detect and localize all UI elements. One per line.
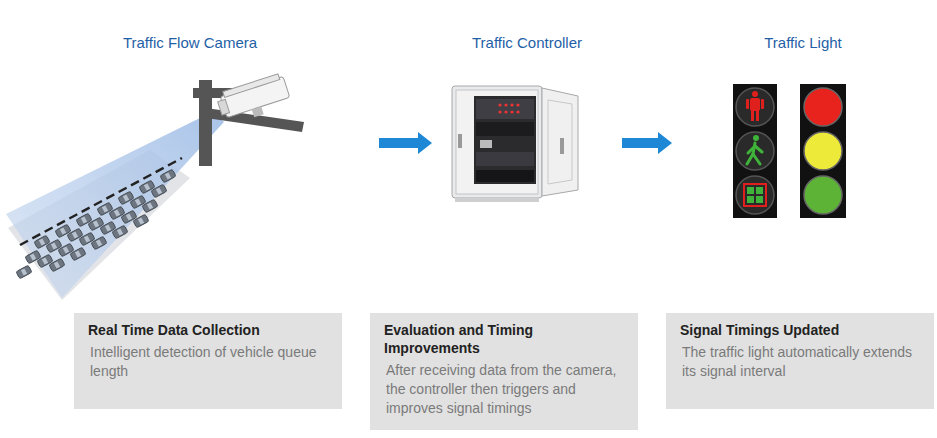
box-heading: Real Time Data Collection [88,321,330,339]
flow-arrow [379,132,432,154]
car-window [165,172,171,179]
illustration-node: Traffic Light [674,28,932,268]
car-window [102,205,108,212]
node-title: Traffic Flow Camera [120,34,260,51]
illustration-node: Traffic Controller [434,28,620,268]
box-heading: Evaluation and Timing Improvements [384,321,626,357]
car-window [144,183,150,190]
arrow-shape [622,132,672,154]
car [70,247,86,261]
description-box: Evaluation and Timing ImprovementsAfter … [370,313,638,430]
car [49,258,65,272]
box-body: After receiving data from the camera, th… [384,361,626,418]
car-window [30,253,36,260]
car-window [114,209,120,216]
controller-cabinet [452,86,578,202]
box-heading: Signal Timings Updated [680,321,922,339]
car-window [96,239,102,246]
car [160,169,176,183]
car [142,199,158,213]
car-window [126,213,132,220]
car [91,236,107,250]
car-window [156,187,162,194]
car-window [60,227,66,234]
arrow-shape [379,132,432,154]
car-window [51,242,57,249]
car-window [105,224,111,231]
car [16,265,32,279]
car-window [81,216,87,223]
car-window [138,217,144,224]
flow-arrow [622,132,672,154]
node-title: Traffic Controller [469,34,585,51]
car [133,214,149,228]
car-window [117,228,123,235]
description-box: Signal Timings UpdatedThe traffic light … [666,313,934,409]
car [112,225,128,239]
car-window [135,198,141,205]
car [151,184,167,198]
car-window [39,238,45,245]
car-window [147,202,153,209]
car-window [63,246,69,253]
camera-scene [6,73,304,300]
box-body: Intelligent detection of vehicle queue l… [88,343,330,381]
car-window [72,231,78,238]
car-window [84,235,90,242]
traffic-lights [733,84,846,218]
illustration-node: Traffic Flow Camera [3,28,377,268]
node-title: Traffic Light [761,34,845,51]
car-window [21,268,27,275]
description-box: Real Time Data CollectionIntelligent det… [74,313,342,409]
car-window [75,250,81,257]
car-window [54,261,60,268]
car-window [93,220,99,227]
car-window [42,257,48,264]
box-body: The traffic light automatically extends … [680,343,922,381]
car-window [123,194,129,201]
